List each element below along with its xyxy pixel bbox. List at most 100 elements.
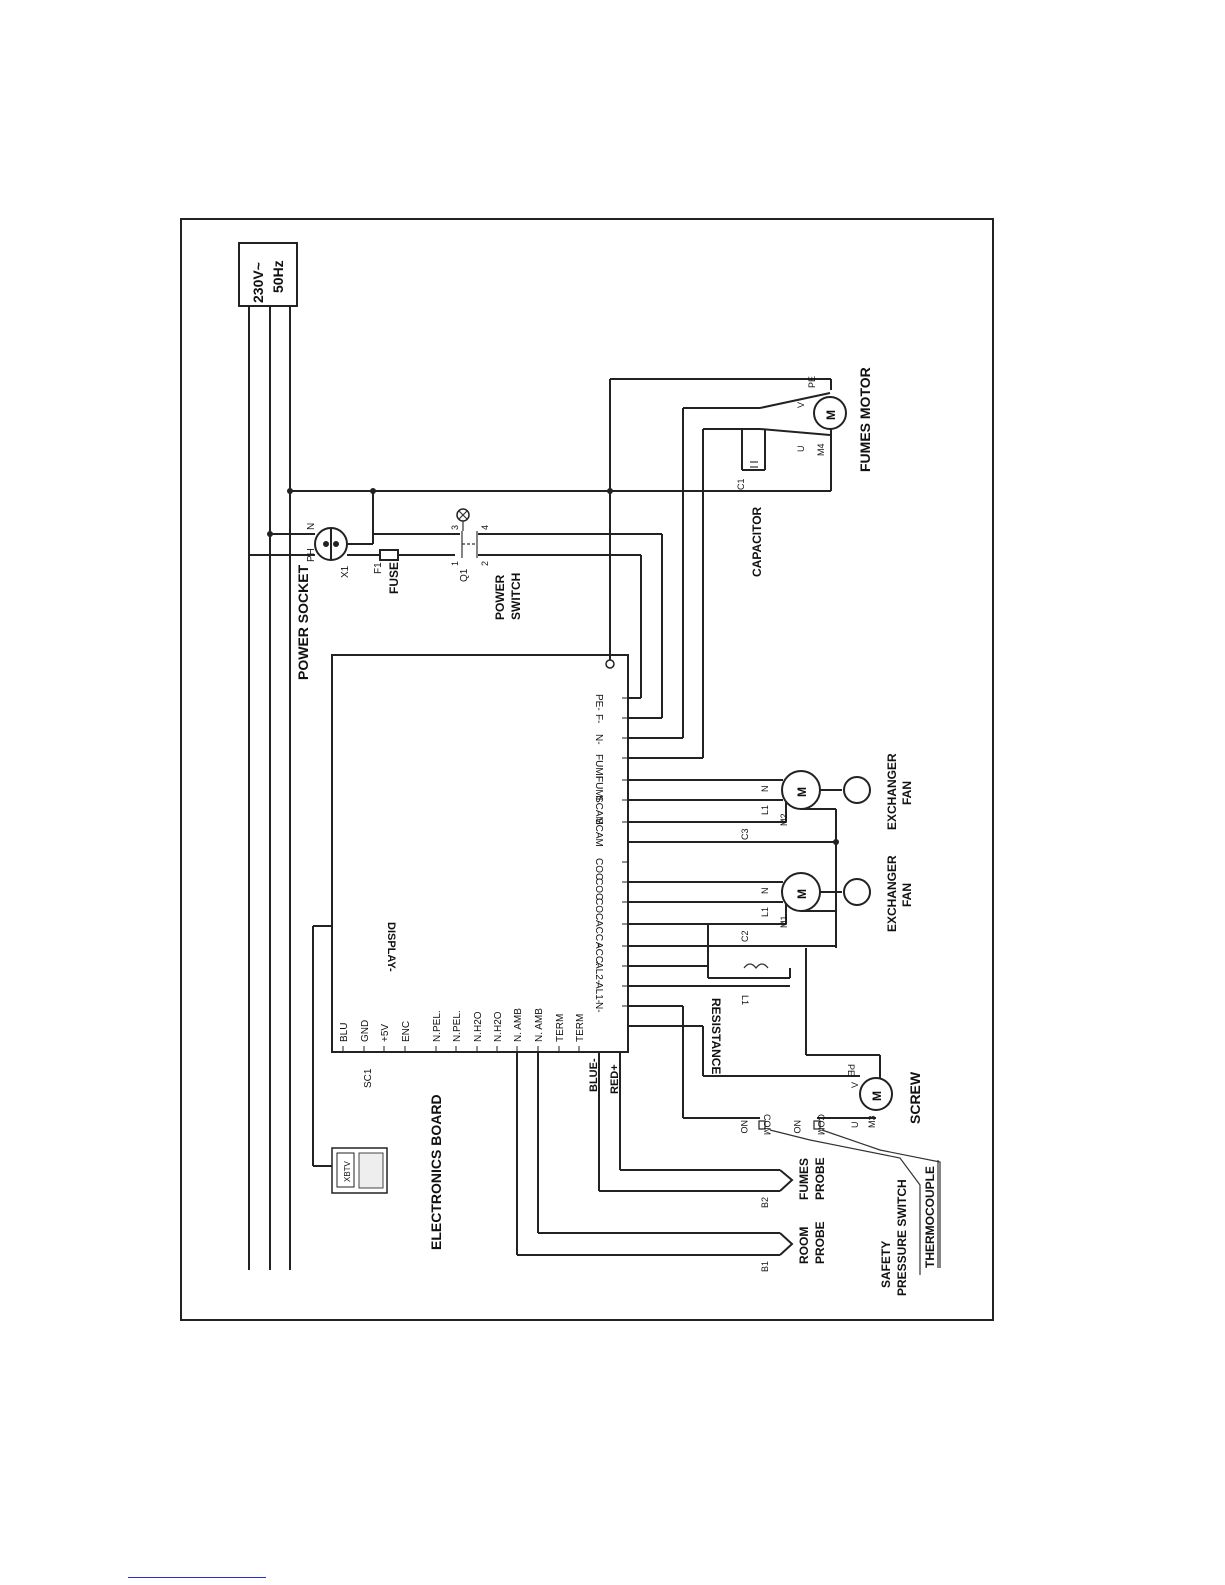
board-ref: SC1: [363, 1068, 374, 1088]
board-terminal-bottom: F-: [593, 714, 604, 723]
screw-u: U: [850, 1122, 860, 1129]
board-terminal-bottom: COC: [593, 898, 604, 920]
screw-v: V: [850, 1082, 860, 1088]
resistance: [628, 924, 791, 987]
board-terminal-left: N. AMB: [534, 1008, 545, 1042]
supply-frequency: 50Hz: [270, 260, 286, 293]
fan-2-symbol: M: [795, 889, 809, 899]
fan-2-label-2: FAN: [900, 883, 914, 907]
board-terminal-left: N.PEL.: [432, 1010, 443, 1042]
display-unit: [312, 925, 388, 1194]
supply-box: [238, 242, 298, 307]
switch-pin-4: 4: [480, 525, 490, 530]
board-terminal-left: N. AMB: [513, 1008, 524, 1042]
board-terminal-bottom: FUMI: [593, 754, 604, 778]
switch-1-com: COM: [762, 1114, 772, 1135]
probe-lead-blue: BLUE-: [588, 1058, 600, 1092]
resistance-label: RESISTANCE: [709, 998, 723, 1074]
switch-contacts: [758, 1120, 941, 1275]
fan-2-label-1: EXCHANGER: [885, 855, 899, 932]
fumes-motor-pe: PE: [807, 376, 817, 388]
fuse-label: FUSE: [387, 562, 401, 594]
fan-1-label-1: EXCHANGER: [885, 753, 899, 830]
fumes-motor-v: V: [796, 402, 806, 408]
capacitor-label: CAPACITOR: [750, 506, 764, 577]
fan-2-n: N: [760, 888, 770, 895]
electronics-board: [331, 654, 629, 1053]
supply-lines: [248, 306, 291, 1270]
socket-label: POWER SOCKET: [295, 564, 311, 680]
fan-1-ref: M2: [779, 813, 789, 826]
fan-1-symbol: M: [795, 787, 809, 797]
board-terminal-left: TERM: [575, 1014, 586, 1042]
fan-1-label-2: FAN: [900, 781, 914, 805]
board-terminal-left: ENC: [401, 1021, 412, 1042]
board-terminal-bottom: N-: [593, 1002, 604, 1013]
board-terminal-bottom: COC: [593, 858, 604, 880]
board-title: ELECTRONICS BOARD: [428, 1094, 444, 1250]
switch-pin-2: 2: [480, 561, 490, 566]
fan-1-n: N: [760, 786, 770, 793]
power-socket: [249, 488, 831, 561]
fumes-motor-ref: M4: [816, 443, 826, 456]
switch-ref: Q1: [459, 568, 470, 582]
board-terminal-bottom: PE-: [593, 694, 604, 711]
socket-ref: X1: [340, 565, 351, 578]
diagram-frame: [180, 218, 994, 1321]
board-terminal-left: +5V: [380, 1024, 391, 1042]
board-terminal-bottom: AL2-: [593, 962, 604, 983]
fumes-motor-symbol: M: [824, 410, 838, 420]
socket-pin-ph: PH: [306, 548, 317, 562]
resistance-ref: L1: [740, 995, 750, 1005]
fumes-probe-label-2: PROBE: [813, 1157, 827, 1200]
fuse: [347, 549, 455, 561]
board-terminal-left: N.H2O: [493, 1011, 504, 1042]
capacitor-ref: C1: [736, 478, 746, 490]
switch-pin-1: 1: [450, 561, 460, 566]
safety-switch-label-1: SAFETY: [879, 1241, 893, 1288]
switch-1-no: NO: [739, 1120, 749, 1134]
switch-pin-3: 3: [450, 525, 460, 530]
switch-2-no: NO: [792, 1120, 802, 1134]
room-probe-label-1: ROOM: [797, 1227, 811, 1264]
screw-ref: M3: [867, 1115, 877, 1128]
probe-wiring: [516, 1052, 794, 1256]
display-label: DISPLAY-: [385, 922, 397, 972]
fumes-motor-u: U: [796, 446, 806, 453]
board-terminal-bottom: AL1-: [593, 982, 604, 1003]
screw-label: SCREW: [907, 1071, 923, 1124]
room-probe-ref: B1: [760, 1261, 770, 1272]
probe-lead-red: RED+: [609, 1064, 621, 1094]
board-terminal-bottom: FUMI: [593, 776, 604, 800]
fan-1-l: L1: [760, 805, 770, 815]
board-terminal-bottom: SCAM: [593, 818, 604, 847]
screw-motor: [628, 948, 893, 1119]
board-terminal-left: TERM: [555, 1014, 566, 1042]
safety-switch-label-2: PRESSURE SWITCH: [895, 1179, 909, 1296]
board-terminal-bottom: ACC.-: [593, 920, 604, 947]
power-switch: [373, 508, 662, 558]
switch-label-1: POWER: [493, 574, 507, 620]
board-terminal-bottom: SCAM: [593, 796, 604, 825]
board-supply-wiring: [605, 378, 832, 719]
board-terminal-bottom: COC: [593, 878, 604, 900]
fumes-motor-label: FUMES MOTOR: [857, 367, 873, 472]
screw-pe: PE: [846, 1064, 856, 1076]
board-terminal-bottom: N-: [593, 734, 604, 745]
thermocouple-label: THERMOCOUPLE: [923, 1166, 937, 1268]
exchanger-fan-2: [628, 872, 871, 947]
socket-pin-n: N: [306, 523, 317, 530]
fumes-probe-ref: B2: [760, 1197, 770, 1208]
switch-2-com: COM: [816, 1114, 826, 1135]
fuse-ref: F1: [373, 562, 384, 574]
fan-2-ref: M1: [779, 915, 789, 928]
board-terminal-left: N.PEL.: [452, 1010, 463, 1042]
board-terminal-left: BLU: [339, 1023, 350, 1042]
fan-2-cap: C2: [740, 930, 750, 942]
board-terminal-left: N.H2O: [473, 1011, 484, 1042]
fumes-probe-label-1: FUMES: [797, 1158, 811, 1200]
board-bottom-terminals: N-AL1-AL2-ACC.ACC.-COCCOCCOCSCAMSCAMFUMI…: [593, 694, 628, 1013]
switch-label-2: SWITCH: [509, 573, 523, 620]
